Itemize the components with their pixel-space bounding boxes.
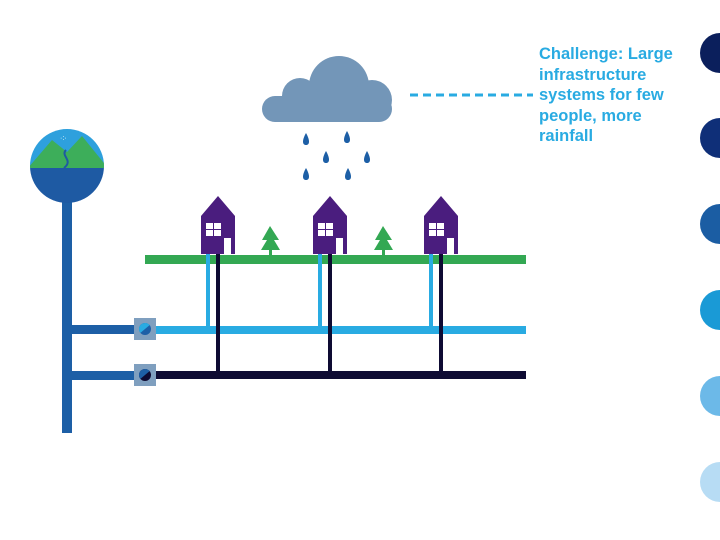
supply-main-line [62, 190, 72, 433]
step-indicator [700, 0, 720, 540]
step-dot[interactable] [700, 118, 720, 158]
step-dot[interactable] [700, 462, 720, 502]
raindrop-icon [303, 168, 309, 180]
svg-text:·:·: ·:· [60, 135, 67, 142]
raindrop-icon [364, 151, 370, 163]
callout-line: systems for few [539, 86, 664, 104]
step-dot[interactable] [700, 204, 720, 244]
raindrop-icon [303, 133, 309, 145]
step-dot[interactable] [700, 33, 720, 73]
raindrop-icon [345, 168, 351, 180]
house-icon [424, 196, 458, 254]
tree-icon [374, 226, 393, 255]
water-source-icon: ·:· [30, 129, 104, 203]
step-dot[interactable] [700, 376, 720, 416]
callout-line: rainfall [539, 127, 594, 145]
ground-line [145, 255, 526, 264]
house-sewer-connection [216, 254, 220, 372]
house-icon [201, 196, 235, 254]
challenge-callout: Challenge: Large infrastructure systems … [539, 44, 709, 147]
house-sewer-connection [328, 254, 332, 372]
house-icon [313, 196, 347, 254]
cloud-icon [262, 56, 392, 122]
valve-icon [134, 318, 156, 340]
step-dot[interactable] [700, 290, 720, 330]
house-stormwater-connection [318, 254, 322, 327]
raindrop-icon [323, 151, 329, 163]
house-stormwater-connection [206, 254, 210, 327]
house-sewer-connection [439, 254, 443, 372]
supply-branch-lower [62, 371, 136, 380]
callout-line: Challenge: Large [539, 45, 673, 63]
tree-icon [261, 226, 280, 255]
stormwater-pipe [150, 326, 526, 334]
house-stormwater-connection [429, 254, 433, 327]
callout-line: people, more [539, 106, 642, 125]
supply-branch-upper [62, 325, 136, 334]
sewer-pipe [150, 371, 526, 379]
valve-icon [134, 364, 156, 386]
callout-line: infrastructure [539, 65, 647, 84]
raindrop-icon [344, 131, 350, 143]
